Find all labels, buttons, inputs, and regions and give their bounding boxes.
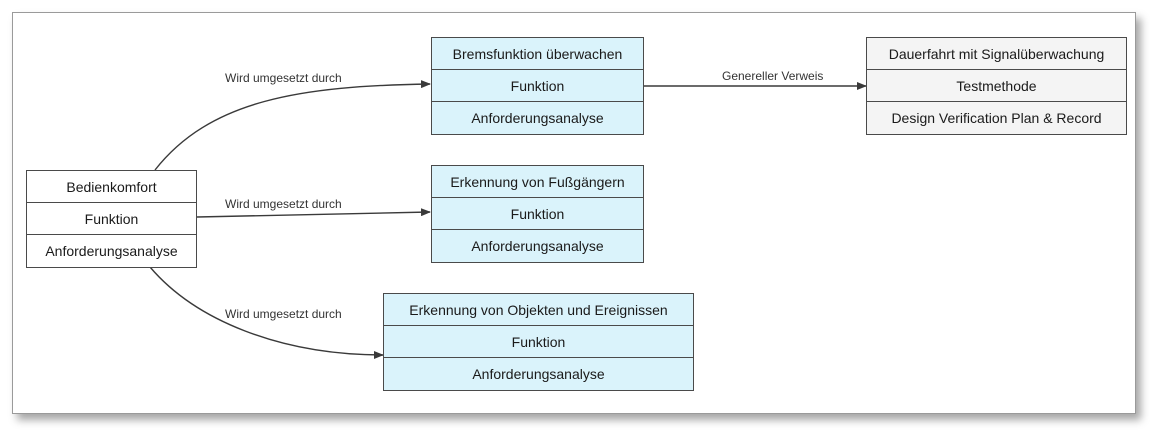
node-analysis: Anforderungsanalyse — [27, 235, 196, 267]
node-analysis: Anforderungsanalyse — [432, 230, 643, 262]
edge-label-to-brems: Wird umgesetzt durch — [225, 71, 342, 85]
edge-to-brems[interactable] — [154, 80, 431, 171]
edge-label-to-objekte: Wird umgesetzt durch — [225, 307, 342, 321]
edge-label-to-fuss: Wird umgesetzt durch — [225, 197, 342, 211]
node-title: Erkennung von Fußgängern — [432, 166, 643, 198]
node-type: Funktion — [432, 198, 643, 230]
node-bremsfunktion[interactable]: Bremsfunktion überwachen Funktion Anford… — [431, 37, 644, 135]
node-type: Testmethode — [867, 70, 1126, 102]
edge-to-objekte[interactable] — [149, 266, 384, 359]
node-analysis: Design Verification Plan & Record — [867, 102, 1126, 134]
node-fussgaenger[interactable]: Erkennung von Fußgängern Funktion Anford… — [431, 165, 644, 263]
node-title: Bedienkomfort — [27, 171, 196, 203]
node-title: Erkennung von Objekten und Ereignissen — [384, 294, 693, 326]
node-title: Bremsfunktion überwachen — [432, 38, 643, 70]
node-objekte[interactable]: Erkennung von Objekten und Ereignissen F… — [383, 293, 694, 391]
node-bedienkomfort[interactable]: Bedienkomfort Funktion Anforderungsanaly… — [26, 170, 197, 268]
node-analysis: Anforderungsanalyse — [384, 358, 693, 390]
node-title: Dauerfahrt mit Signalüberwachung — [867, 38, 1126, 70]
node-type: Funktion — [384, 326, 693, 358]
node-analysis: Anforderungsanalyse — [432, 102, 643, 134]
node-dauerfahrt[interactable]: Dauerfahrt mit Signalüberwachung Testmet… — [866, 37, 1127, 135]
node-type: Funktion — [432, 70, 643, 102]
edge-label-to-dauerfahrt: Genereller Verweis — [722, 69, 824, 83]
node-type: Funktion — [27, 203, 196, 235]
edge-to-fuss[interactable] — [196, 208, 431, 218]
